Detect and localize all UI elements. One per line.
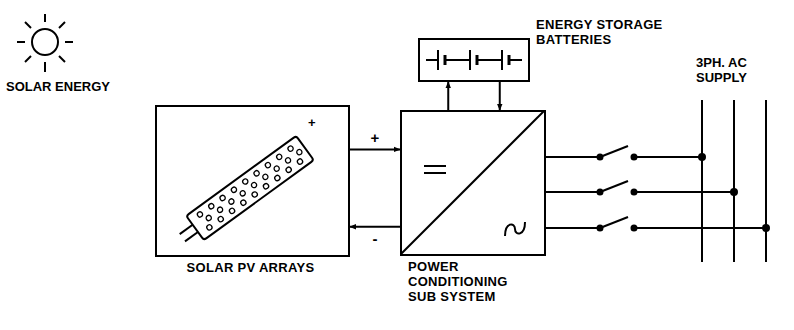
flow-arrow (447, 82, 449, 110)
polarity-sign: + (369, 130, 382, 145)
supply-label: 3PH. AC SUPPLY (694, 56, 788, 86)
flow-arrow (350, 226, 400, 228)
converter-symbol (401, 111, 544, 254)
battery-symbol (426, 50, 522, 70)
pv-array-box: SOLAR PV ARRAYS (155, 105, 350, 257)
sun-symbol (17, 14, 73, 72)
polarity-sign: + (306, 116, 318, 131)
flow-arrow (350, 148, 400, 150)
power-conditioning-box: POWER CONDITIONING SUB SYSTEM (400, 110, 546, 256)
polarity-sign: - (371, 231, 380, 246)
node-title: SOLAR PV ARRAYS (155, 261, 346, 276)
node-title: POWER CONDITIONING SUB SYSTEM (400, 260, 532, 305)
ac-bus-wiring (545, 100, 769, 262)
caption-label: SOLAR ENERGY (4, 80, 148, 95)
flow-arrow (499, 82, 501, 110)
node-title: ENERGY STORAGE BATTERIES (536, 18, 666, 48)
pv-panel-symbol (173, 136, 314, 250)
battery-box: ENERGY STORAGE BATTERIES (418, 38, 530, 82)
